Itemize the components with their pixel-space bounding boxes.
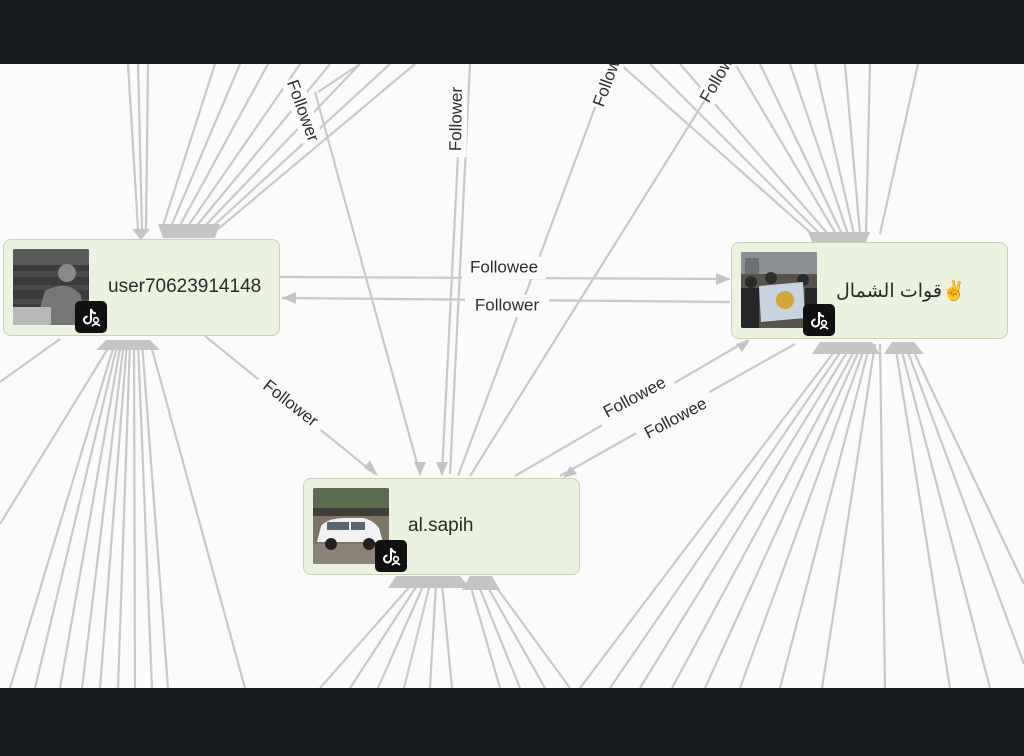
edge-label-follower: Follower bbox=[259, 376, 322, 431]
profile-thumbnail bbox=[13, 249, 89, 325]
node-label: ✌️قوات الشمال bbox=[836, 281, 966, 302]
tiktok-icon bbox=[803, 304, 835, 336]
edge-bundle-bottom-right bbox=[579, 343, 1024, 688]
edge-label-followee: Followee bbox=[641, 394, 710, 443]
edge-label-follower: Follower bbox=[446, 86, 466, 151]
top-letterbox-bar bbox=[0, 0, 1024, 64]
graph-edges: Follower Follower Follower Followee Foll… bbox=[0, 64, 1024, 688]
node-label: al.sapih bbox=[408, 515, 474, 536]
edge-label-followee: Followee bbox=[470, 257, 538, 276]
edge-bundle-top-right bbox=[619, 64, 920, 235]
graph-node-user70623914148[interactable]: user70623914148 bbox=[3, 239, 280, 336]
edge-label-follower: Follower bbox=[283, 77, 323, 144]
edge-arrowheads bbox=[96, 224, 924, 590]
edge-label-follower: Follower bbox=[475, 295, 540, 314]
edge-bundle-bottom-center bbox=[319, 583, 571, 688]
node-label: user70623914148 bbox=[108, 276, 262, 297]
edge-bundle-bottom-left bbox=[0, 338, 247, 688]
tiktok-icon bbox=[75, 301, 107, 333]
graph-node-al-sapih[interactable]: al.sapih bbox=[303, 478, 580, 575]
graph-canvas[interactable]: Follower Follower Follower Followee Foll… bbox=[0, 64, 1024, 688]
bottom-letterbox-bar bbox=[0, 688, 1024, 756]
edge-label-follower: Follower bbox=[589, 64, 629, 109]
tiktok-icon bbox=[375, 540, 407, 572]
edge-label-followee: Followee bbox=[600, 373, 669, 422]
profile-thumbnail bbox=[741, 252, 817, 328]
graph-node-quwat-alshamal[interactable]: ✌️قوات الشمال bbox=[731, 242, 1008, 339]
edge-bundle-top-left bbox=[126, 64, 416, 230]
edge-bundle-center bbox=[313, 64, 711, 477]
